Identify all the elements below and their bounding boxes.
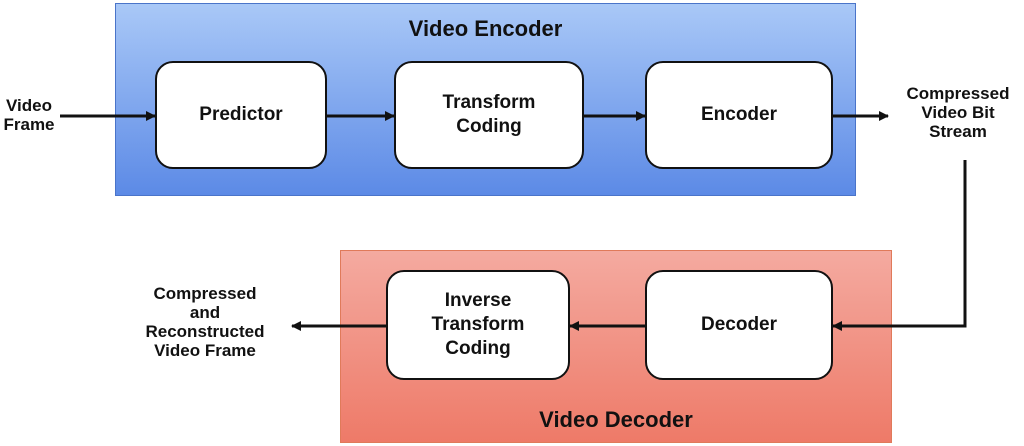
decoder-block: Decoder: [645, 270, 833, 380]
reconstructed-output-label: Compressed and Reconstructed Video Frame: [145, 284, 265, 360]
transform-coding-block: Transform Coding: [394, 61, 584, 169]
predictor-block: Predictor: [155, 61, 327, 169]
encoder-block: Encoder: [645, 61, 833, 169]
arrow-bitstream-to-decoder: [832, 160, 967, 331]
video-encoder-title: Video Encoder: [408, 16, 563, 41]
video-decoder-title: Video Decoder: [539, 407, 693, 432]
video-frame-input-label: Video Frame: [3, 96, 55, 134]
compressed-bit-stream-label: Compressed Video Bit Stream: [906, 84, 1010, 141]
